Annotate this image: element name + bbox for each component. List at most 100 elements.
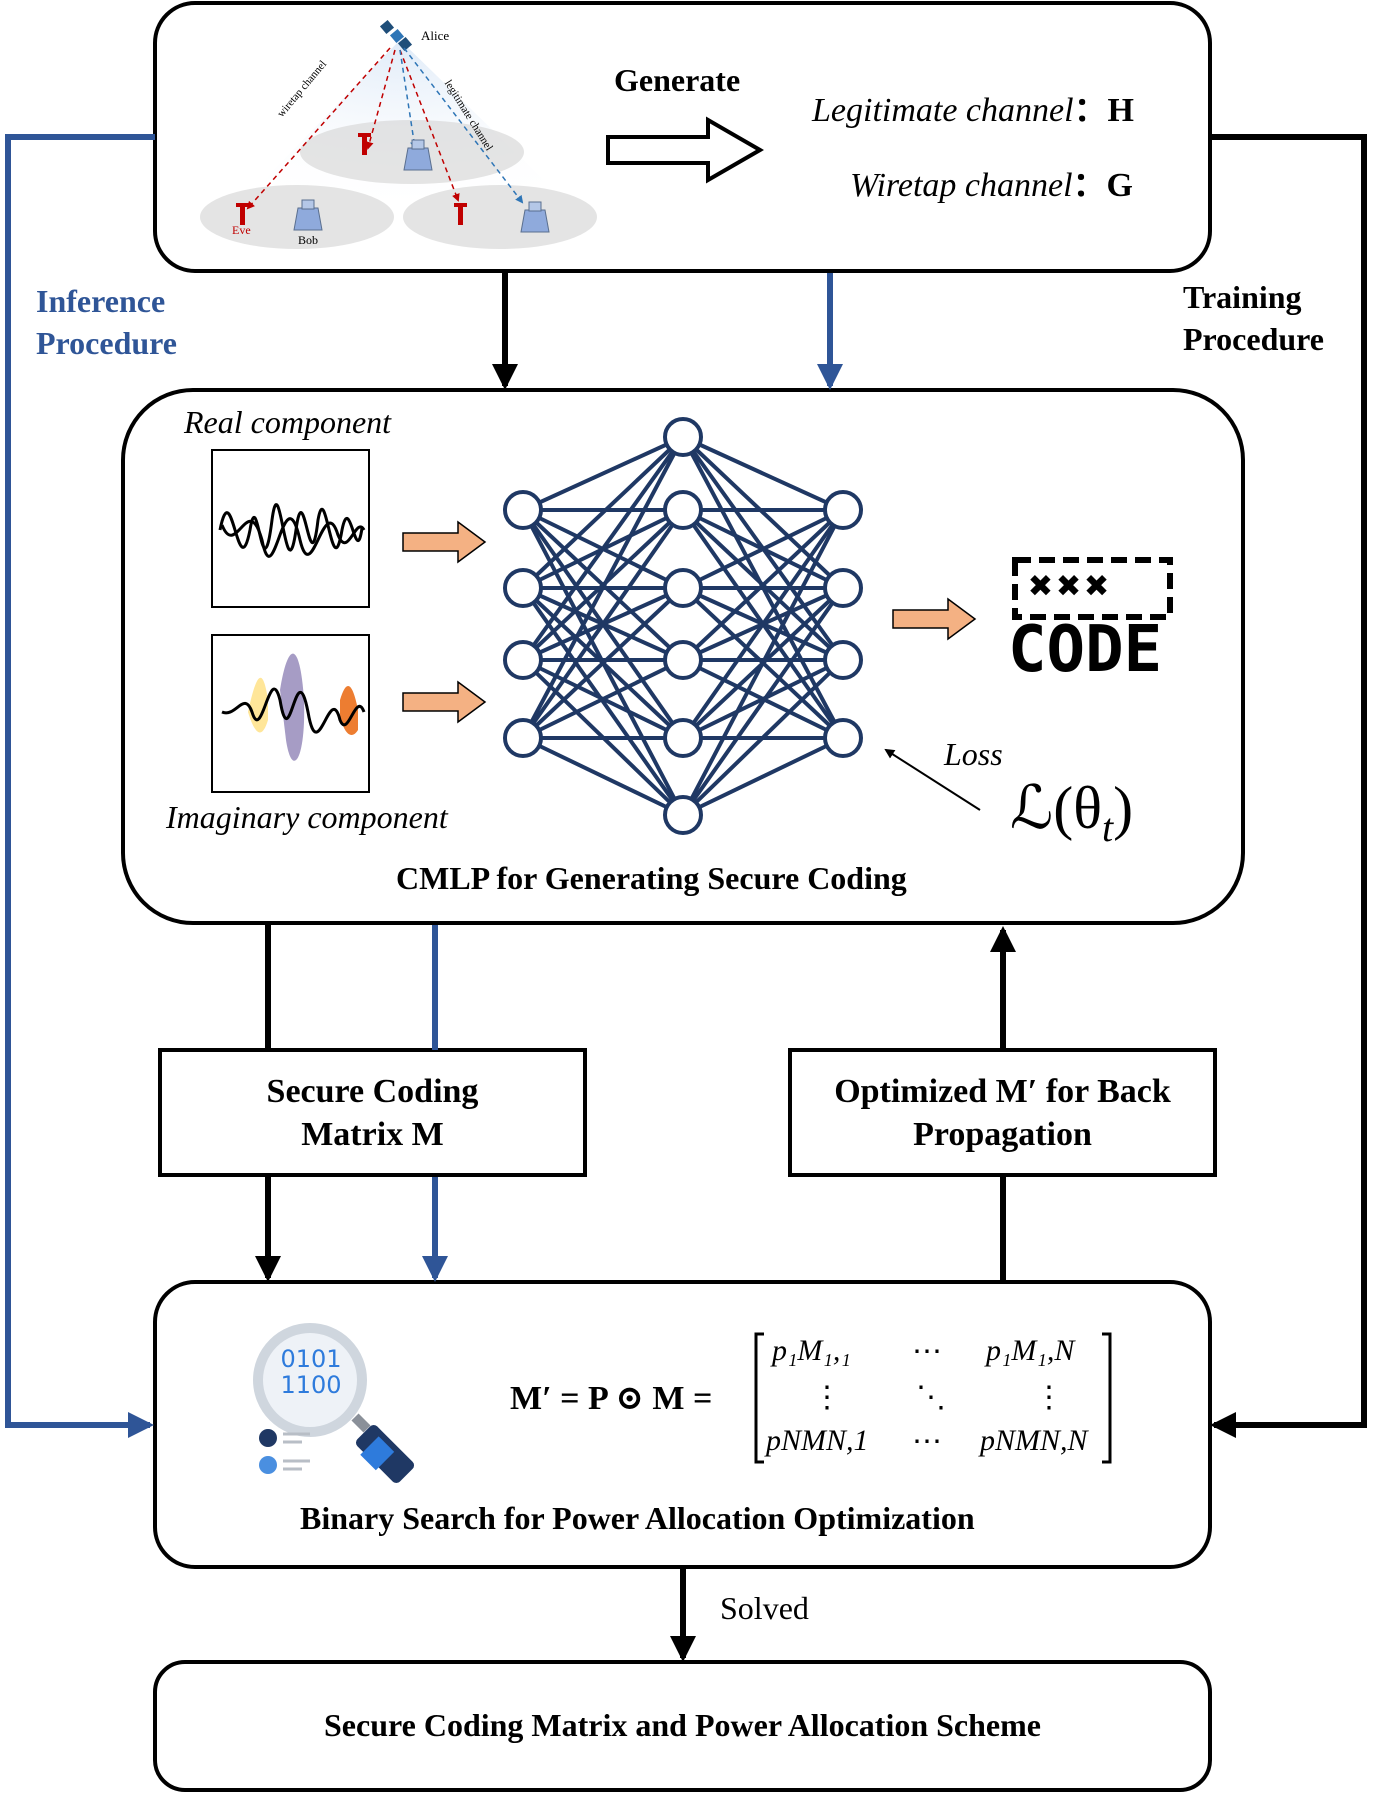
matrix-hdots-top: ⋯ (912, 1335, 942, 1368)
imaginary-waveform-line (221, 687, 366, 734)
orange-arrow-real (402, 520, 487, 564)
network-node-layer-2 (663, 417, 703, 457)
network-edge (521, 436, 685, 739)
optimized-matrix-line-1: Optimized M′ for Back (834, 1073, 1171, 1110)
network-nodes (503, 417, 863, 835)
cmlp-box (121, 388, 1245, 925)
inference-line-1: Inference (36, 283, 166, 319)
inference-procedure-label: Inference Procedure (36, 280, 177, 364)
network-node-layer-1 (503, 718, 543, 758)
inference-line-2: Procedure (36, 325, 177, 361)
matrix-ddots: ⋱ (916, 1381, 946, 1414)
network-node-layer-1 (503, 640, 543, 680)
imaginary-fill-yellow (248, 677, 268, 733)
network-edge (682, 435, 844, 512)
matrix-entry-m1n: p₁M₁,N (986, 1334, 1075, 1367)
matrix-vdots-left: ⋮ (812, 1381, 842, 1414)
satellite-scene (200, 19, 597, 249)
network-node-layer-3 (823, 568, 863, 608)
ground-area-right (403, 185, 597, 249)
matrix-entry-m11: p₁M₁,₁ (772, 1334, 851, 1367)
satellite-icon (379, 19, 413, 52)
secure-coding-matrix-label: Secure Coding Matrix M (160, 1070, 585, 1156)
matrix-entry-mn1: pNMN,1 (766, 1424, 869, 1457)
training-line-2: Procedure (1183, 321, 1324, 357)
network-edge (682, 736, 844, 817)
inference-procedure-arrow (5, 134, 155, 1438)
network-edge (681, 658, 845, 817)
network-edge (682, 508, 844, 590)
imaginary-fill-orange (340, 686, 358, 735)
training-procedure-label: Training Procedure (1183, 276, 1324, 360)
matrix-entry-mnn: pNMN,N (980, 1424, 1088, 1457)
network-node-layer-3 (823, 718, 863, 758)
training-line-1: Training (1183, 279, 1302, 315)
secure-coding-matrix-box (158, 1048, 587, 1177)
network-edge (521, 508, 685, 740)
final-scheme-title: Secure Coding Matrix and Power Allocatio… (324, 1707, 1041, 1743)
network-edge (522, 435, 684, 512)
secure-coding-matrix-line-1: Secure Coding (266, 1073, 479, 1110)
secure-coding-matrix-line-2: Matrix M (301, 1116, 444, 1153)
loss-arrow (884, 748, 981, 811)
network-edge (681, 508, 845, 740)
optimized-matrix-line-2: Propagation (913, 1116, 1092, 1153)
network-edge (681, 435, 845, 590)
list-bullet-dark (259, 1429, 277, 1447)
real-component-label: Real component (184, 404, 392, 440)
orange-arrow-imaginary (402, 680, 487, 724)
network-edge (522, 658, 684, 740)
network-node-layer-2 (663, 718, 703, 758)
binary-digits-line-2: 1100 (280, 1371, 342, 1399)
loss-label: Loss (944, 736, 1003, 772)
list-bullet-blue (259, 1456, 277, 1474)
binary-search-title: Binary Search for Power Allocation Optim… (300, 1500, 975, 1536)
code-label: CODE (1008, 613, 1163, 687)
solved-label: Solved (720, 1590, 809, 1626)
real-waveform-line-2 (220, 517, 366, 558)
final-scheme-box (153, 1660, 1212, 1792)
network-edge (522, 736, 684, 817)
eve-label: Eve (232, 223, 251, 237)
legitimate-line-1 (399, 49, 419, 150)
network-edge (681, 586, 845, 817)
eve-antenna-icon-2 (358, 133, 371, 155)
alice-label: Alice (421, 28, 450, 43)
optimized-matrix-label: Optimized M′ for Back Propagation (790, 1070, 1215, 1156)
wiretap-line-2 (365, 49, 396, 150)
network-node-layer-1 (503, 568, 543, 608)
network-node-layer-3 (823, 490, 863, 530)
training-procedure-arrow (1210, 134, 1367, 1438)
wiretap-channel-symbol: ：G (1072, 167, 1133, 204)
network-edges (521, 435, 845, 817)
network-edge (521, 435, 685, 662)
orange-arrow-output (892, 597, 977, 641)
code-marks: ✖✖✖ (1029, 563, 1114, 609)
cmlp-title: CMLP for Generating Secure Coding (396, 860, 907, 896)
network-edge (681, 509, 845, 816)
real-waveform-line-1 (218, 503, 364, 552)
wiretap-channel-row: Wiretap channel：G (850, 157, 1133, 206)
eve-antenna-icon (236, 203, 249, 225)
binary-digits-line-1: 0101 (280, 1345, 342, 1373)
bob-receiver-icon (293, 199, 323, 231)
matrix-hdots-bottom: ⋯ (912, 1425, 942, 1458)
bob-label: Bob (298, 233, 319, 247)
matrix-vdots-right: ⋮ (1034, 1381, 1064, 1414)
matrix-right-bracket (1102, 1332, 1112, 1464)
magnifier-icon (253, 1323, 415, 1484)
network-node-layer-1 (503, 490, 543, 530)
network-edge (521, 435, 685, 590)
network-node-layer-2 (663, 640, 703, 680)
generate-label: Generate (614, 62, 741, 98)
network-node-layer-2 (663, 568, 703, 608)
imaginary-component-label: Imaginary component (166, 799, 448, 835)
network-node-layer-3 (823, 640, 863, 680)
legitimate-channel-row: Legitimate channel：H (812, 82, 1134, 131)
network-node-layer-2 (663, 795, 703, 835)
bob-receiver-icon-2 (403, 139, 433, 171)
matrix-left-bracket (754, 1332, 764, 1464)
generate-arrow (606, 116, 765, 184)
legitimate-channel-text: Legitimate channel (812, 92, 1074, 129)
binary-digits: 0101 1100 (270, 1346, 352, 1398)
